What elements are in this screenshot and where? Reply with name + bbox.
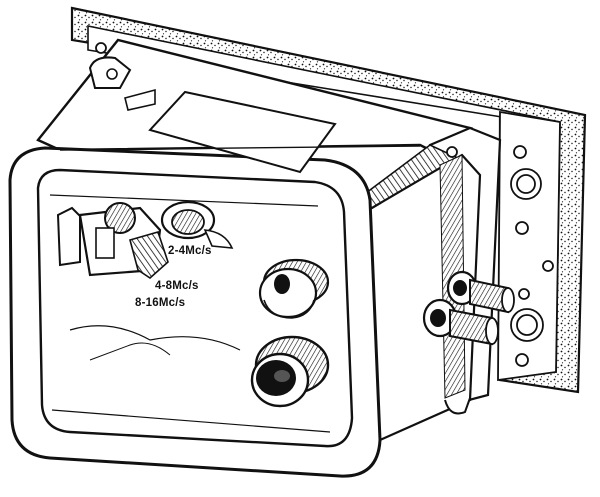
range-labels: 2-4Mc/s 4-8Mc/s 8-16Mc/s [135, 245, 212, 309]
panel-holes [95, 42, 554, 367]
panel-hole-4 [515, 221, 529, 235]
terminal-upper [446, 270, 515, 314]
upper-knob-cap [274, 274, 290, 294]
range-label-4-8: 4-8Mc/s [155, 280, 199, 292]
panel-hole-8 [515, 353, 529, 367]
inner-contour-2 [89, 342, 171, 361]
lower-knob [250, 335, 330, 408]
panel-hole-2 [513, 145, 527, 159]
upper-knob [258, 258, 330, 319]
inner-contour [69, 325, 241, 351]
mount-lug-hole [106, 68, 118, 80]
panel-hole-6 [518, 288, 530, 300]
panel-hole-5 [542, 260, 554, 272]
panel-hole-7-inner [516, 314, 538, 336]
range-switch-knob [104, 202, 136, 234]
selector-bezel [160, 200, 234, 249]
range-switch [56, 202, 169, 280]
panel-hole-3-inner [516, 174, 536, 194]
lid-screw [446, 146, 458, 158]
panel-hole-1 [95, 42, 107, 54]
range-label-2-4: 2-4Mc/s [168, 245, 212, 257]
range-label-8-16: 8-16Mc/s [135, 297, 185, 309]
lid-label-plate [148, 90, 337, 174]
terminal-lower [422, 298, 499, 346]
range-switch-lever [95, 227, 115, 259]
